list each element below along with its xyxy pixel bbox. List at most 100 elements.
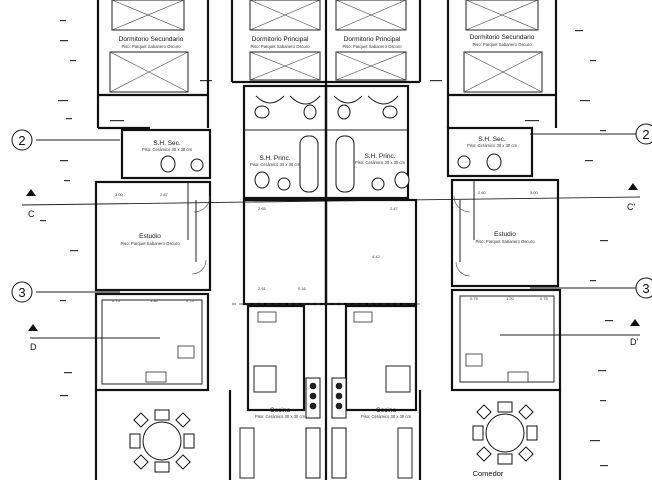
room-label-estudio-right: Estudio	[494, 231, 516, 238]
closet	[109, 51, 189, 93]
level-tag	[177, 345, 195, 359]
room-label-dorm-sec-left: Dormitorio Secundario	[119, 36, 184, 43]
dimension-label: 2.65	[258, 206, 267, 211]
level-tag	[507, 371, 529, 383]
bathtub-icon	[299, 135, 319, 193]
dimension-label: 2.47	[390, 206, 399, 211]
stove-icon	[331, 377, 347, 419]
axis-label: 2	[642, 127, 649, 142]
dimension-label: 0.75	[470, 296, 479, 301]
room-label-dorm-sec-right: Dormitorio Secundario	[470, 34, 535, 41]
room-label-cocina-right: Cocina	[376, 407, 397, 414]
counter	[239, 427, 255, 479]
room-finish: Piso: Parquet Sabanero Oscuro	[475, 239, 535, 244]
axis-marker-2-right: 2	[635, 123, 652, 145]
room-finish: Piso: Parquet Sabanero Oscuro	[342, 44, 402, 49]
section-label: C	[28, 209, 35, 219]
sink-icon	[382, 105, 398, 119]
section-label: D'	[630, 337, 638, 347]
room-label-comedor: Comedor	[473, 469, 504, 478]
sink-icon	[457, 155, 471, 169]
toilet-icon	[394, 171, 410, 189]
level-tag	[465, 353, 483, 367]
axis-label: 3	[642, 281, 649, 296]
sink-icon	[190, 158, 204, 172]
room-label-cocina-left: Cocina	[270, 407, 291, 414]
sink-icon	[277, 177, 291, 191]
dimension-label: 0.16	[298, 286, 307, 291]
room-finish: Piso: Parquet Sabanero Oscuro	[250, 44, 310, 49]
dimension-label: 2.60	[478, 190, 487, 195]
room-finish: Piso: Cerámico 30 x 30 cm	[355, 160, 406, 165]
level-tag	[145, 371, 167, 383]
room-label-sh-sec-right: S.H. Sec.	[478, 136, 506, 143]
section-label: C'	[627, 202, 635, 212]
section-label: D	[30, 342, 37, 352]
axis-marker-3-left: 3	[11, 281, 33, 303]
stove-icon	[305, 377, 321, 419]
room-finish: Piso: Cerámico 30 x 30 cm	[255, 414, 306, 419]
left-unit: Dormitorio Secundario Piso: Parquet Saba…	[94, 0, 232, 480]
dimension-label: 0.75	[186, 298, 195, 303]
door-swings	[191, 195, 471, 305]
center-right-unit: Dormitorio Principal Piso: Parquet Saban…	[324, 0, 422, 479]
closet	[465, 0, 539, 31]
closet	[249, 0, 321, 31]
center-left-unit: Dormitorio Principal Piso: Parquet Saban…	[230, 0, 328, 480]
room-finish: Piso: Parquet Sabanero Oscuro	[121, 44, 181, 49]
grid-lines	[21, 133, 641, 339]
closet	[249, 51, 321, 81]
dimension-label: 0.75	[540, 296, 549, 301]
sink-icon	[371, 177, 385, 191]
dimension-label: 1.20	[506, 296, 515, 301]
section-marker-c-left: C	[26, 189, 36, 219]
bathtub-icon	[335, 135, 355, 193]
dining-table-icon	[129, 409, 195, 473]
dimension-label: 1.30	[150, 298, 159, 303]
sink-icon	[337, 104, 351, 120]
axis-marker-3-right: 3	[635, 277, 652, 299]
dimension-label: 3.00	[115, 192, 124, 197]
room-label-dorm-princ-left: Dormitorio Principal	[252, 36, 309, 43]
dimension-label: 2.87	[160, 192, 169, 197]
room-label-dorm-princ-right: Dormitorio Principal	[344, 36, 401, 43]
section-marker-d-left: D	[28, 324, 38, 352]
dimension-label: 3.00	[530, 190, 539, 195]
toilet-icon	[160, 155, 176, 173]
level-tag	[257, 311, 277, 323]
dining-table-icon	[472, 401, 538, 465]
room-label-sh-princ-left: S.H. Princ.	[259, 155, 290, 162]
room-finish: Piso: Parquet Sabanero Oscuro	[472, 42, 532, 47]
room-finish: Piso: Parquet Sabanero Oscuro	[120, 241, 180, 246]
axis-marker-2-left: 2	[11, 129, 33, 151]
room-label-estudio-left: Estudio	[139, 233, 161, 240]
dimension-label: 0.75	[112, 298, 121, 303]
counter	[331, 427, 347, 479]
dimension-label: 4.42	[372, 254, 381, 259]
room-finish: Piso: Cerámico 30 x 30 cm	[467, 143, 518, 148]
axis-label: 2	[18, 133, 25, 148]
section-marker-c-right: C'	[627, 183, 638, 212]
room-label-sh-sec-left: S.H. Sec.	[153, 140, 181, 147]
room-finish: Piso: Cerámico 30 x 30 cm	[361, 414, 412, 419]
toilet-icon	[254, 171, 270, 189]
closet	[463, 51, 543, 93]
level-tag	[353, 311, 373, 323]
sink-icon	[303, 104, 317, 120]
counter	[397, 427, 413, 479]
dimension-ticks	[40, 20, 613, 467]
sink-icon	[254, 105, 270, 119]
room-finish: Piso: Cerámico 30 x 30 cm	[250, 162, 301, 167]
room-finish: Piso: Cerámico 30 x 30 cm	[142, 147, 193, 152]
room-label-sh-princ-right: S.H. Princ.	[364, 153, 395, 160]
closet	[111, 0, 185, 31]
toilet-icon	[486, 153, 502, 171]
dimension-label: 2.51	[258, 286, 267, 291]
counter	[305, 427, 321, 479]
section-marker-d-right: D'	[630, 319, 640, 347]
closet	[335, 51, 407, 81]
closet	[335, 0, 407, 31]
axis-label: 3	[18, 285, 25, 300]
right-unit: Dormitorio Secundario Piso: Parquet Saba…	[418, 0, 562, 480]
